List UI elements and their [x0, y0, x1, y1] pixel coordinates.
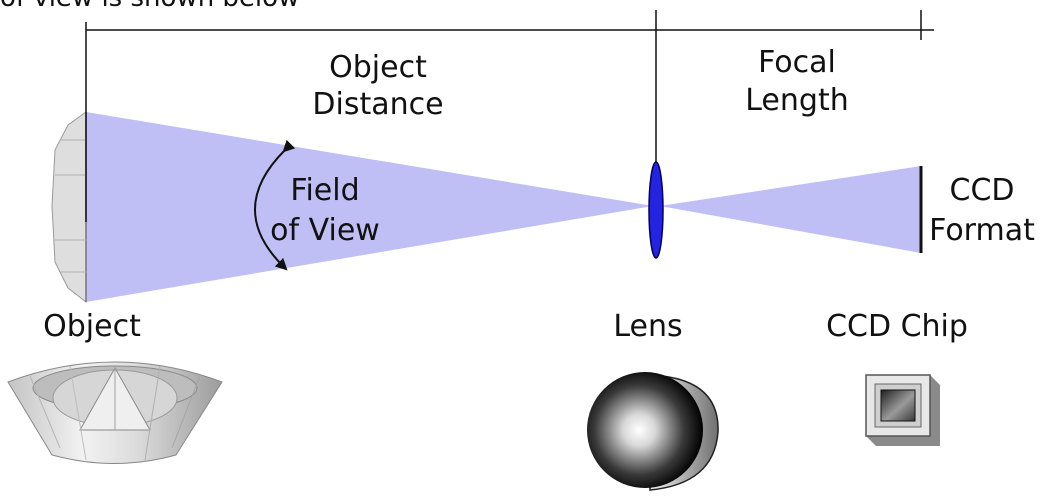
object-side-view: [51, 111, 87, 304]
ccd-chip-label: CCD Chip: [826, 309, 968, 344]
object-label: Object: [43, 309, 141, 344]
focal-length-label-line2: Length: [745, 83, 848, 118]
ccd-format-label-line2: Format: [929, 213, 1035, 248]
focal-length-label-line1: Focal: [758, 45, 836, 80]
field-of-view-arc: [254, 139, 296, 271]
image-cone: [660, 166, 921, 253]
object-illustration: [7, 361, 223, 464]
field-of-view-label-line1: Field: [290, 173, 359, 208]
object-distance-label-line2: Distance: [312, 87, 443, 122]
lens-label: Lens: [613, 309, 682, 344]
dimension-lines: [85, 10, 934, 222]
field-of-view-cone: [86, 112, 653, 302]
ccd-format-label-line1: CCD: [950, 173, 1015, 208]
caption-fragment: of view is shown below: [0, 0, 299, 13]
field-of-view-label-line2: of View: [270, 213, 380, 248]
lens-illustration: [587, 372, 719, 491]
object-distance-label-line1: Object: [329, 50, 427, 85]
ccd-chip-illustration: [865, 374, 940, 446]
lens-side-view: [648, 161, 664, 259]
